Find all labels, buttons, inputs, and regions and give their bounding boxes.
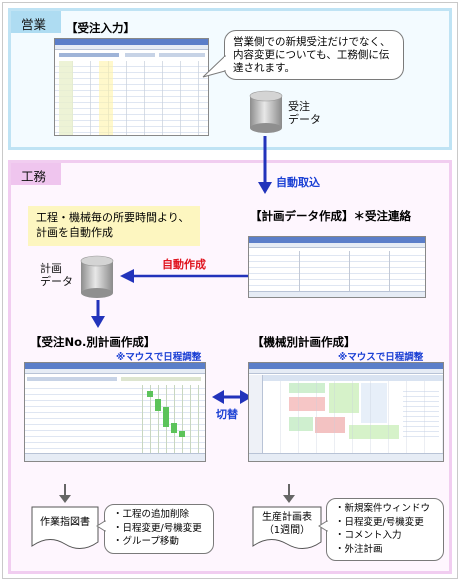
- order-entry-screenshot: [54, 38, 209, 136]
- plan-to-order-plan-arrow: [91, 300, 105, 328]
- machine-plan-feature-4: ・外注計画: [335, 543, 383, 555]
- plan-data-cylinder-icon: [80, 255, 114, 298]
- auto-create-arrow: [120, 269, 248, 283]
- production-plan-document-icon: [252, 506, 322, 549]
- order-data-label-line2: データ: [288, 113, 321, 126]
- bubble-tail: [202, 55, 226, 78]
- yellow-note-line2: 計画を自動作成: [36, 226, 113, 239]
- machine-plan-features-callout: ・新規案件ウィンドウ ・日程変更/号機変更 ・コメント入力 ・外注計画: [326, 498, 444, 561]
- yellow-note-line1: 工程・機械毎の所要時間より、: [36, 211, 190, 224]
- plan-data-screenshot: [248, 236, 426, 298]
- work-instruction-label: 作業指図書: [40, 517, 90, 528]
- work-instruction-document-icon: [31, 506, 99, 549]
- plan-data-label-line1: 計画: [40, 262, 62, 275]
- machine-plan-title: 【機械別計画作成】: [252, 335, 356, 349]
- order-plan-features-callout: ・工程の追加削除 ・日程変更/号機変更 ・グループ移動: [104, 504, 214, 554]
- bubble-line-2: 内容変更についても、工務側に伝: [233, 49, 390, 61]
- order-data-label-line1: 受注: [288, 100, 310, 113]
- work-instruction-arrow: [59, 484, 71, 503]
- right-callout-tail: [318, 520, 328, 532]
- auto-import-arrow: [258, 136, 272, 194]
- machine-plan-feature-1: ・新規案件ウィンドウ: [335, 503, 431, 514]
- plan-data-creation-title: 【計画データ作成】＊受注連絡: [250, 209, 411, 223]
- production-plan-label-line2: （1週間）: [263, 525, 311, 536]
- machine-plan-feature-2: ・日程変更/号機変更: [335, 516, 424, 528]
- order-data-label: 受注 データ: [288, 100, 321, 126]
- plan-data-label: 計画 データ: [40, 262, 73, 288]
- bubble-line-1: 営業側での新規受注だけでなく、: [233, 36, 391, 48]
- auto-create-label: 自動作成: [162, 258, 206, 271]
- yellow-note: 工程・機械毎の所要時間より、 計画を自動作成: [28, 206, 200, 246]
- order-plan-screenshot: [24, 362, 206, 462]
- machine-plan-feature-3: ・コメント入力: [335, 530, 402, 541]
- order-entry-title: 【受注入力】: [66, 21, 135, 35]
- switch-arrow: [212, 390, 252, 404]
- order-plan-title: 【受注No.別計画作成】: [30, 335, 156, 349]
- engineering-section-tag: 工務: [11, 163, 61, 185]
- left-callout-tail: [96, 520, 106, 532]
- machine-plan-screenshot: [248, 362, 444, 462]
- order-plan-feature-2: ・日程変更/号機変更: [113, 522, 202, 534]
- production-plan-arrow: [283, 484, 295, 503]
- auto-import-label: 自動取込: [276, 176, 320, 189]
- order-plan-feature-1: ・工程の追加削除: [113, 509, 190, 520]
- order-data-cylinder-icon: [249, 90, 283, 133]
- production-plan-label-line1: 生産計画表: [262, 512, 312, 523]
- order-plan-feature-3: ・グループ移動: [113, 536, 179, 547]
- order-plan-note: ※マウスで日程調整: [116, 352, 202, 363]
- sales-section-tag: 営業: [11, 11, 61, 33]
- bubble-line-3: 達されます。: [233, 62, 295, 74]
- production-plan-label: 生産計画表 （1週間）: [252, 511, 322, 537]
- order-entry-bubble: 営業側での新規受注だけでなく、 内容変更についても、工務側に伝 達されます。: [224, 30, 404, 80]
- plan-data-label-line2: データ: [40, 275, 73, 288]
- machine-plan-note: ※マウスで日程調整: [338, 352, 424, 363]
- switch-label: 切替: [216, 408, 238, 421]
